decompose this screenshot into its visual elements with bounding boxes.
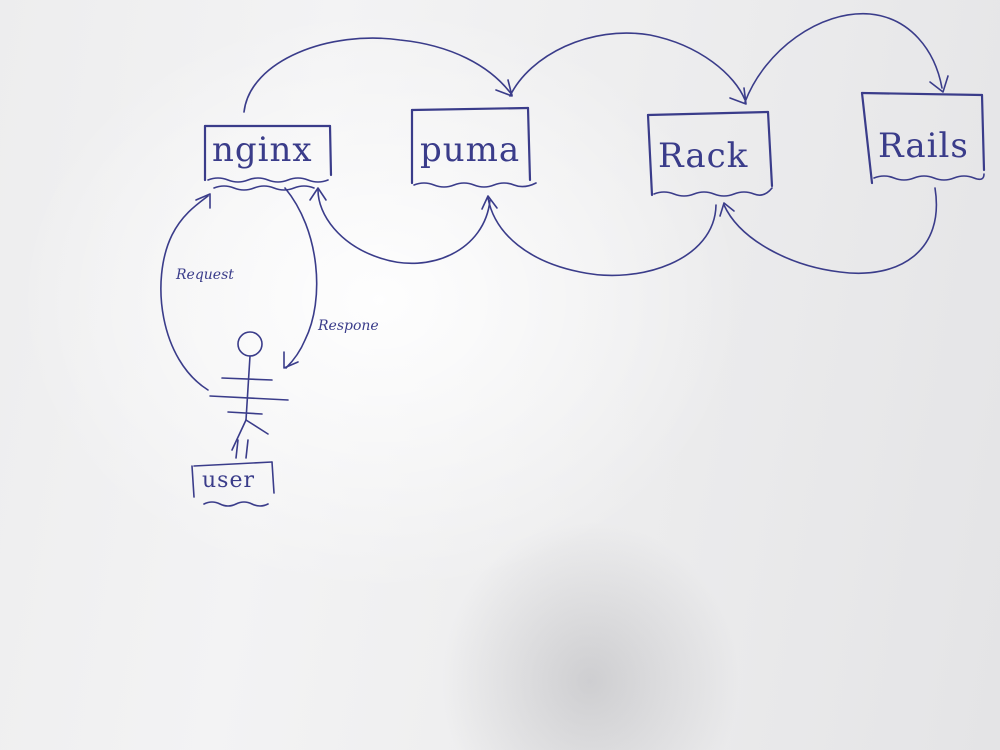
puma-label: puma	[420, 130, 521, 170]
rack-label: Rack	[658, 136, 749, 176]
arrow-nginx-to-puma	[243, 37, 513, 113]
request-label: Request	[176, 267, 234, 283]
arrow-rails-to-rack	[719, 187, 938, 274]
arrow-response	[283, 187, 318, 369]
paper-shadow	[440, 520, 740, 750]
rails-label: Rails	[878, 126, 969, 166]
nginx-label: nginx	[212, 130, 313, 170]
rails-box	[860, 91, 986, 185]
puma-box	[410, 106, 537, 188]
arrow-puma-to-nginx	[309, 187, 491, 265]
response-label: Respone	[318, 318, 379, 334]
user-box	[191, 461, 275, 507]
arrow-puma-to-rack	[509, 32, 747, 105]
arrow-rack-to-puma	[481, 195, 717, 277]
rack-box	[646, 110, 774, 197]
nginx-box	[203, 124, 333, 191]
user-label: user	[202, 468, 255, 493]
user-stick-figure	[209, 331, 289, 459]
arrow-request	[160, 193, 211, 391]
arrow-rack-to-rails	[744, 13, 949, 103]
